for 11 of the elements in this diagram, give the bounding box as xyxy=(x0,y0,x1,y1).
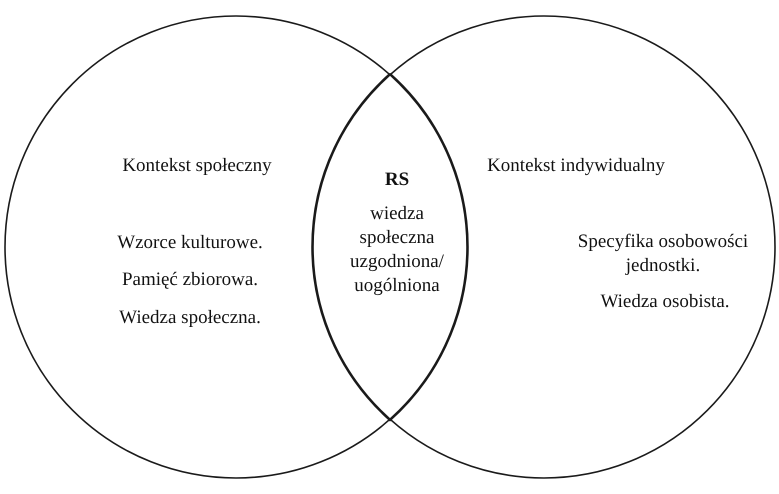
region-text: Wiedza osobista. xyxy=(599,290,731,314)
circle-heading: Kontekst indywidualny xyxy=(486,154,666,178)
region-text: Pamięć zbiorowa. xyxy=(120,268,260,292)
venn-circle xyxy=(4,15,468,479)
region-text: wiedza społeczna uzgodniona/ uogólniona xyxy=(349,202,445,298)
region-text: Specyfika osobowości jednostki. xyxy=(576,230,750,278)
region-text: Wiedza społeczna. xyxy=(118,306,262,330)
venn-circle xyxy=(312,15,776,479)
region-text: Wzorce kulturowe. xyxy=(116,231,264,255)
circle-heading: Kontekst społeczny xyxy=(121,154,273,178)
region-heading: RS xyxy=(384,168,410,192)
